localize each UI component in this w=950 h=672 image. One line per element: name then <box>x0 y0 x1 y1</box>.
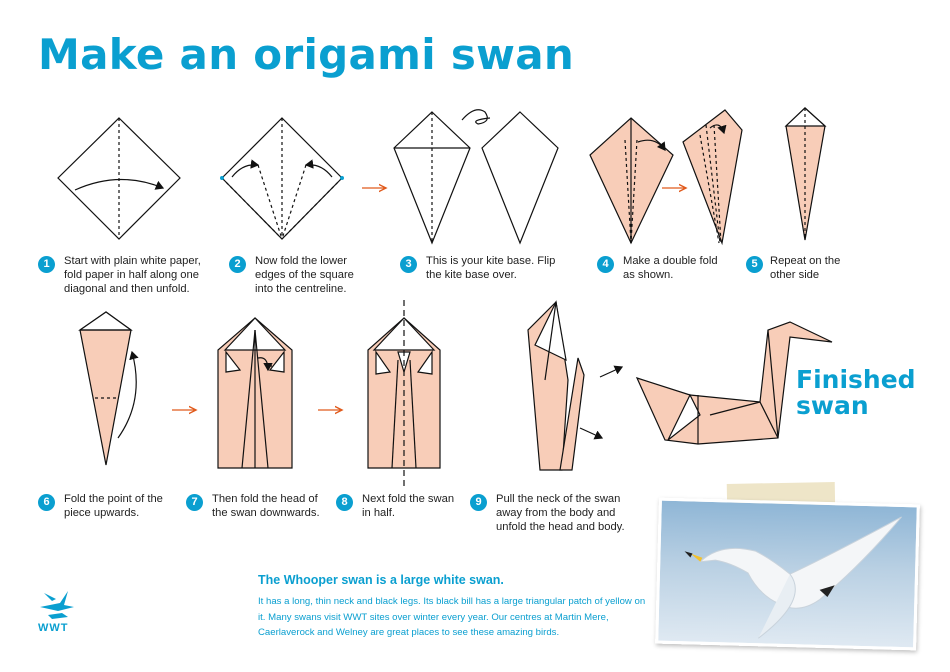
step-number-2: 2 <box>229 256 246 273</box>
fact-heading: The Whooper swan is a large white swan. <box>258 573 504 587</box>
wwt-logo-text: WWT <box>38 622 69 634</box>
step4-diagram <box>589 109 743 246</box>
step-number-7: 7 <box>186 494 203 511</box>
step8-diagram <box>367 300 441 490</box>
step2-diagram <box>220 117 344 240</box>
step-number-6: 6 <box>38 494 55 511</box>
wwt-bird-logo-icon <box>40 591 74 619</box>
finished-swan-diagram <box>635 321 833 445</box>
step-text-7: Then fold the head of the swan downwards… <box>212 493 320 519</box>
page-title: Make an origami swan <box>38 30 575 79</box>
step-text-6: Fold the point of the piece upwards. <box>64 493 163 519</box>
step3-diagram <box>393 109 559 245</box>
step7-diagram <box>217 317 293 469</box>
step-text-5: Repeat on the other side <box>770 255 841 281</box>
flying-swan-image <box>684 516 902 639</box>
step-text-4: Make a double fold as shown. <box>623 255 718 281</box>
step-number-1: 1 <box>38 256 55 273</box>
step-text-1: Start with plain white paper, fold paper… <box>64 255 201 295</box>
step-text-8: Next fold the swan in half. <box>362 493 455 519</box>
step6-diagram <box>78 311 139 466</box>
step-text-3: This is your kite base. Flip the kite ba… <box>426 255 556 281</box>
step9-diagram <box>527 300 624 471</box>
step-number-8: 8 <box>336 494 353 511</box>
fact-body: It has a long, thin neck and black legs.… <box>258 596 646 638</box>
step-number-9: 9 <box>470 494 487 511</box>
step-text-2: Now fold the lower edges of the square i… <box>255 255 354 295</box>
swan-photo <box>655 497 920 651</box>
step-number-4: 4 <box>597 256 614 273</box>
step1-diagram <box>57 117 181 240</box>
step-number-5: 5 <box>746 256 763 273</box>
finished-swan-label: Finished swan <box>796 365 916 420</box>
step-text-9: Pull the neck of the swan away from the … <box>496 493 625 533</box>
step-number-3: 3 <box>400 256 417 273</box>
step5-diagram <box>784 107 827 241</box>
